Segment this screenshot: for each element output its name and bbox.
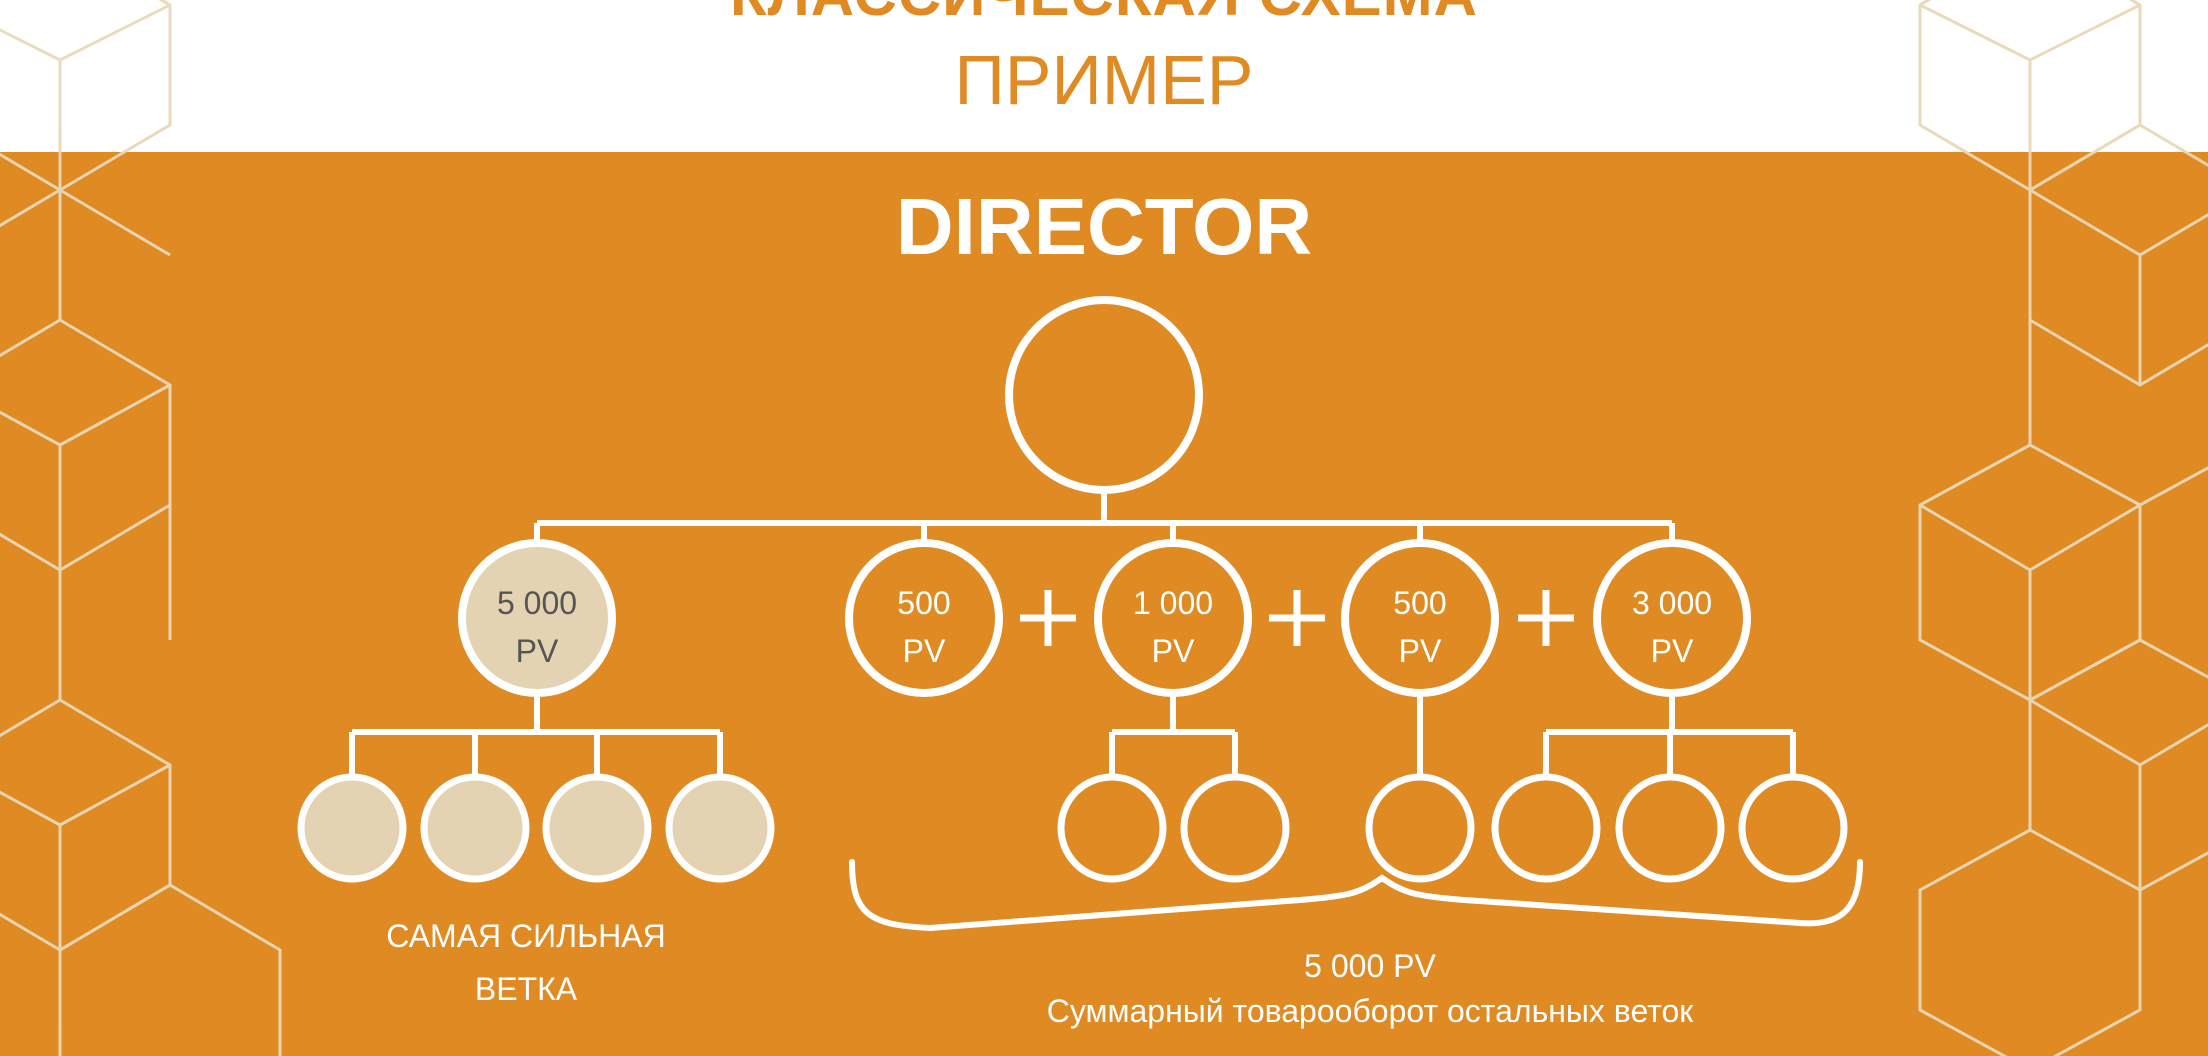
branch-pv-unit: PV: [1152, 633, 1195, 669]
child-node: [1615, 773, 1725, 883]
child-node: [1365, 773, 1475, 883]
branch-pv-unit: PV: [1651, 633, 1694, 669]
child-node: [665, 773, 775, 883]
child-node: [1738, 773, 1848, 883]
strongest-branch-caption-line1: САМАЯ СИЛЬНАЯ: [386, 918, 665, 954]
plus-sign-icon: [1269, 590, 1325, 646]
child-node: [297, 773, 407, 883]
header: КЛАССИЧЕСКАЯ СХЕМА ПРИМЕР: [0, 0, 2208, 152]
child-node: [542, 773, 652, 883]
branch-pv-value: 5 000: [497, 585, 577, 621]
others-total-value: 5 000 PV: [1304, 948, 1436, 984]
strongest-branch-caption-line2: ВЕТКА: [475, 971, 578, 1007]
branch-pv-value: 1 000: [1133, 585, 1213, 621]
child-group: [1057, 693, 1290, 883]
plus-sign-icon: [1020, 590, 1076, 646]
branch-pv-unit: PV: [516, 633, 559, 669]
rank-title: DIRECTOR: [896, 182, 1312, 271]
branch-circle: [845, 539, 1003, 697]
child-group: [1365, 693, 1475, 883]
others-total-caption: Суммарный товарооборот остальных веток: [1047, 993, 1695, 1029]
child-group: [297, 693, 775, 883]
director-node: [1005, 296, 1203, 494]
branch-pv-unit: PV: [903, 633, 946, 669]
branch-pv-value: 500: [897, 585, 950, 621]
plus-sign-icon: [1518, 590, 1574, 646]
branch-pv-value: 500: [1393, 585, 1446, 621]
child-node: [420, 773, 530, 883]
branch-pv-unit: PV: [1399, 633, 1442, 669]
child-node: [1057, 773, 1167, 883]
second-line-partners: [297, 693, 1848, 883]
child-node: [1180, 773, 1290, 883]
curly-brace: [849, 859, 1863, 932]
page-subtitle: ПРИМЕР: [954, 41, 1254, 119]
branch-pv-value: 3 000: [1632, 585, 1712, 621]
child-node: [1491, 773, 1601, 883]
child-group: [1491, 693, 1848, 883]
page-title: КЛАССИЧЕСКАЯ СХЕМА: [0, 0, 2208, 29]
